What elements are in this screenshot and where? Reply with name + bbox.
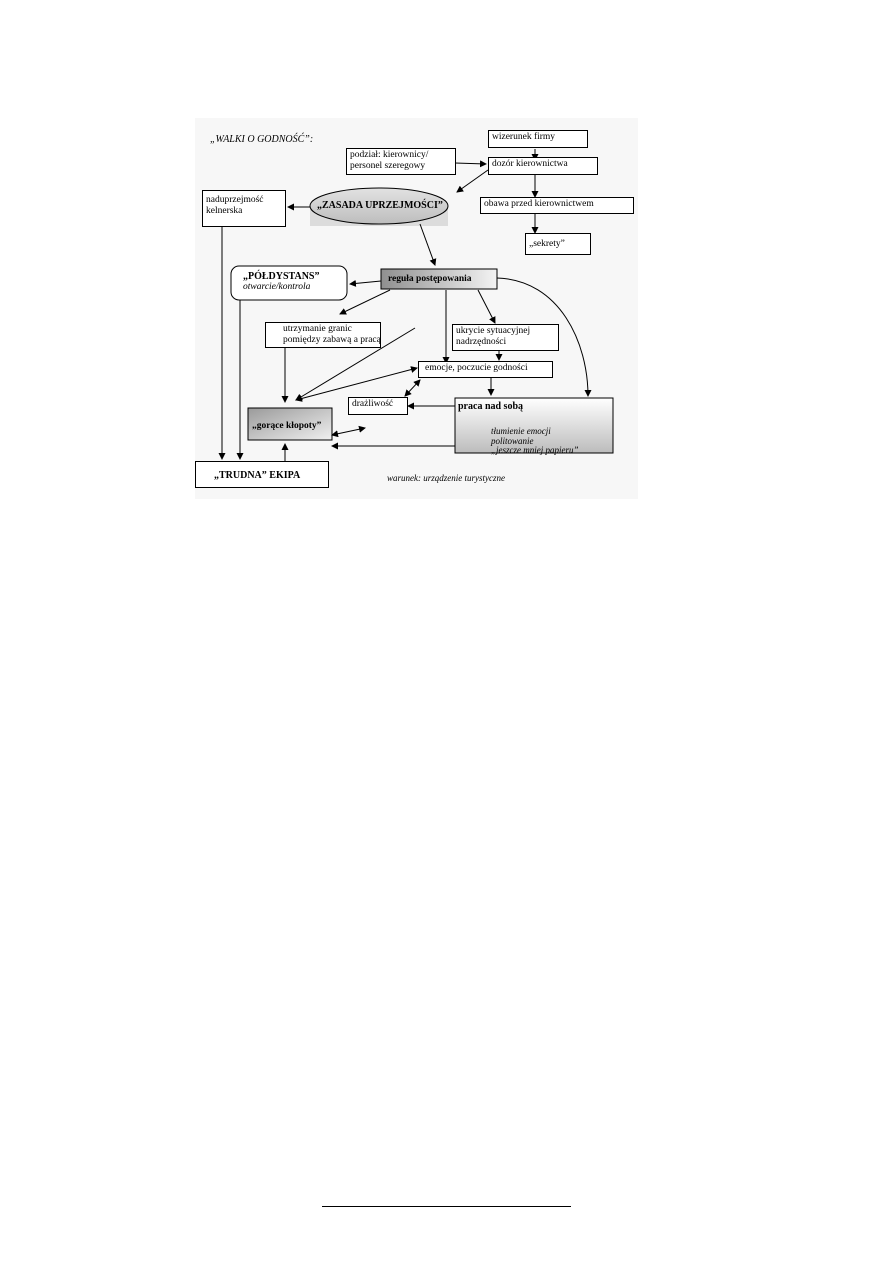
node-poldystans-label: „PÓŁDYSTANS”: [243, 271, 320, 282]
edge-dozor-zasada: [456, 169, 489, 193]
node-podzial-line1: podział: kierownicy/: [350, 150, 429, 160]
edge-regula-poldystans: [349, 279, 382, 287]
praca-item-politowanie: politowanie: [491, 435, 534, 446]
node-utrzymanie-line2: pomiędzy zabawą a pracą: [283, 335, 381, 345]
edge-gorace-emocje: [295, 366, 418, 402]
praca-item-tlumienie: tłumienie emocji: [491, 426, 551, 436]
node-poldystans: „PÓŁDYSTANS” otwarcie/kontrola: [243, 271, 320, 293]
node-sekrety-label: „sekrety”: [529, 239, 565, 249]
node-wizerunek-firmy: wizerunek firmy: [488, 130, 588, 148]
node-podzial-line2: personel szeregowy: [350, 161, 426, 171]
edge-podzial-dozor: [454, 160, 487, 168]
node-trudna-label: „TRUDNA” EKIPA: [214, 470, 301, 481]
node-naduprzejmosc-line1: naduprzejmość: [206, 195, 264, 205]
node-sekrety: „sekrety”: [525, 233, 591, 255]
node-trudna-ekipa: „TRUDNA” EKIPA: [195, 461, 329, 488]
node-emocje: emocje, poczucie godności: [418, 361, 553, 378]
node-ukrycie-line2: nadrzędności: [456, 337, 507, 347]
node-utrzymanie-line1: utrzymanie granic: [283, 324, 352, 334]
node-praca-nad-soba: praca nad sobą: [458, 401, 524, 412]
edge-regula-ukrycie: [477, 289, 496, 324]
node-poldystans-sub: otwarcie/kontrola: [243, 282, 311, 292]
node-regula-postepowania: reguła postępowania: [388, 274, 472, 284]
node-wizerunek-label: wizerunek firmy: [492, 132, 556, 142]
node-ukrycie: ukrycie sytuacyjnej nadrzędności: [452, 324, 559, 351]
node-emocje-label: emocje, poczucie godności: [425, 363, 528, 373]
node-obawa-label: obawa przed kierownictwem: [484, 199, 594, 209]
node-obawa: obawa przed kierownictwem: [480, 197, 634, 214]
node-dozor-kierownictwa: dozór kierownictwa: [488, 157, 598, 175]
node-naduprzejmosc: naduprzejmość kelnerska: [202, 190, 286, 227]
node-zasada-uprzejmosci: „ZASADA UPRZEJMOŚCI”: [317, 200, 443, 211]
diagram-area: „WALKI O GODNOŚĆ”: wizerunek firmy podzi…: [195, 118, 638, 499]
edge-regula-utrzymanie: [339, 289, 391, 315]
node-dozor-label: dozór kierownictwa: [492, 159, 568, 169]
node-gorace-klopoty: „gorące kłopoty”: [252, 421, 322, 431]
footnote-separator: [322, 1206, 571, 1207]
edge-drazliwosc-emocje: [404, 379, 421, 397]
node-drazliwosc-label: drażliwość: [352, 399, 394, 409]
diagram-title: „WALKI O GODNOŚĆ”:: [210, 134, 314, 145]
node-podzial: podział: kierownicy/ personel szeregowy: [346, 148, 456, 175]
condition-note: warunek: urządzenie turystyczne: [387, 473, 505, 484]
praca-item-papier: „jeszcze mniej papieru”: [491, 445, 579, 455]
node-drazliwosc: drażliwość: [348, 397, 408, 415]
edge-gorace-side: [331, 425, 366, 438]
edge-zasada-regula: [419, 223, 437, 266]
node-naduprzejmosc-line2: kelnerska: [206, 206, 243, 216]
node-praca-items: tłumienie emocji politowanie „jeszcze mn…: [491, 426, 579, 456]
condition-label: warunek:: [387, 473, 421, 483]
node-utrzymanie-granic: utrzymanie granic pomiędzy zabawą a prac…: [265, 322, 381, 348]
condition-value: urządzenie turystyczne: [423, 473, 505, 483]
node-ukrycie-line1: ukrycie sytuacyjnej: [456, 326, 531, 336]
